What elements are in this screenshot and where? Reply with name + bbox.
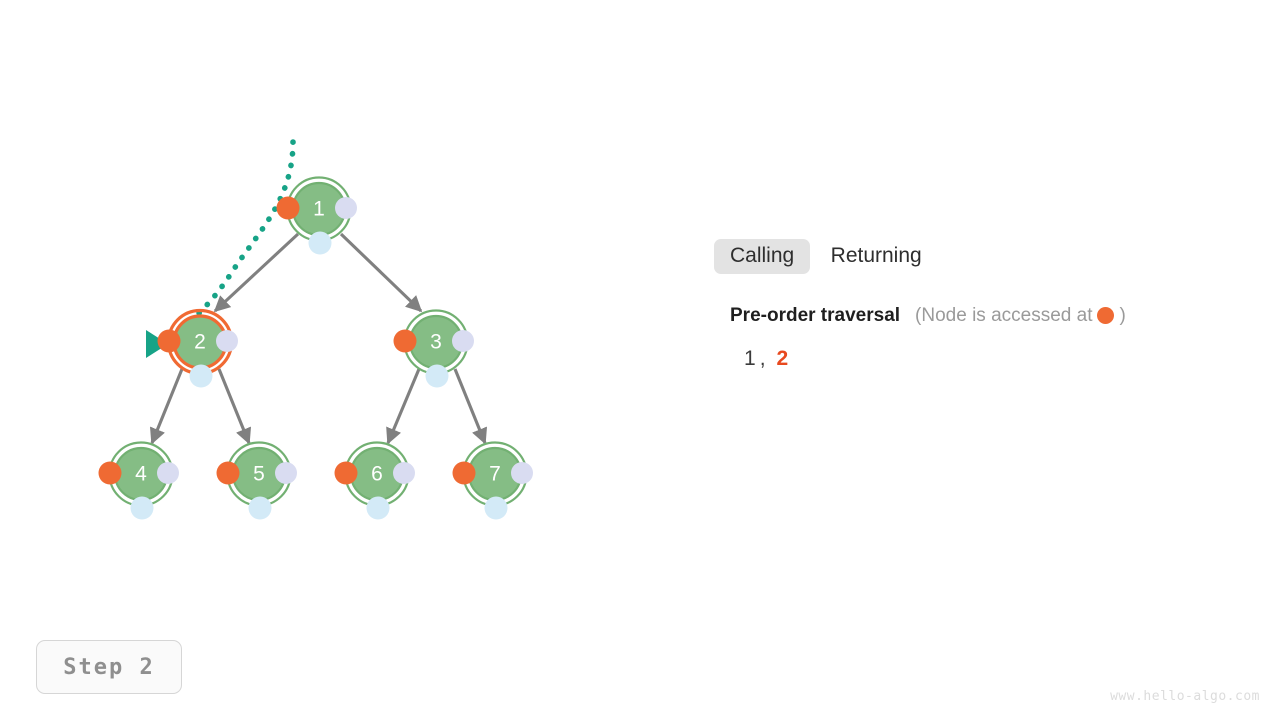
edge-3-6 — [386, 368, 421, 445]
edge-3-7 — [453, 368, 488, 445]
result-separator: , — [759, 347, 766, 370]
node-bottom-marker-dot — [308, 231, 332, 255]
node-access-dot — [276, 196, 300, 220]
site-watermark: www.hello-algo.com — [1110, 689, 1260, 704]
traversal-heading-row: Pre-order traversal (Node is accessed at… — [730, 304, 1254, 327]
recursion-path-arrowhead — [146, 330, 168, 358]
traversal-section: Pre-order traversal (Node is accessed at… — [714, 304, 1254, 371]
traversal-note-suffix: ) — [1119, 305, 1126, 326]
access-marker-dot — [1097, 307, 1115, 324]
node-bottom-marker-dot — [248, 496, 272, 520]
node-right-marker-dot — [393, 462, 415, 484]
tree-node-5[interactable]: 5 — [216, 441, 298, 520]
tree-node-6[interactable]: 6 — [334, 441, 416, 520]
tree-node-3[interactable]: 3 — [393, 309, 475, 388]
node-label: 5 — [253, 463, 265, 486]
node-access-dot — [157, 329, 181, 353]
state-calling-badge[interactable]: Calling — [714, 239, 811, 274]
state-returning-label[interactable]: Returning — [830, 244, 922, 267]
node-access-dot — [452, 461, 476, 485]
tree-node-1[interactable]: 1 — [276, 176, 358, 255]
result-item: 2 — [776, 347, 789, 370]
node-label: 1 — [313, 198, 325, 221]
edge-2-4 — [149, 368, 184, 445]
tree-nodes: 1 2 3 4 5 6 7 — [98, 176, 534, 520]
tree-edges — [149, 232, 488, 445]
node-right-marker-dot — [157, 462, 179, 484]
node-bottom-marker-dot — [130, 496, 154, 520]
node-bottom-marker-dot — [366, 496, 390, 520]
tree-node-2[interactable]: 2 — [157, 308, 239, 388]
edge-1-3 — [339, 232, 423, 313]
node-right-marker-dot — [335, 197, 357, 219]
node-access-dot — [216, 461, 240, 485]
tree-node-7[interactable]: 7 — [452, 441, 534, 520]
binary-tree-diagram: 1 2 3 4 5 6 7 — [98, 139, 534, 520]
node-label: 7 — [489, 463, 501, 486]
node-label: 3 — [430, 331, 442, 354]
node-access-dot — [393, 329, 417, 353]
traversal-note-prefix: (Node is accessed at — [915, 305, 1093, 326]
node-bottom-marker-dot — [189, 364, 213, 388]
traversal-info-panel: Calling Returning Pre-order traversal (N… — [714, 232, 1254, 371]
node-right-marker-dot — [216, 330, 238, 352]
result-item: 1 — [744, 347, 756, 370]
state-list: Calling Returning — [714, 232, 1254, 274]
node-label: 4 — [135, 463, 147, 486]
edge-2-5 — [217, 368, 252, 445]
recursion-path — [146, 139, 296, 358]
edge-1-2 — [213, 232, 300, 313]
tree-node-4[interactable]: 4 — [98, 441, 180, 520]
traversal-note: (Node is accessed at) — [915, 304, 1126, 327]
node-right-marker-dot — [452, 330, 474, 352]
node-right-marker-dot — [511, 462, 533, 484]
node-label: 6 — [371, 463, 383, 486]
node-access-dot — [334, 461, 358, 485]
node-bottom-marker-dot — [484, 496, 508, 520]
recursion-path-line — [154, 139, 296, 345]
node-right-marker-dot — [275, 462, 297, 484]
traversal-result-sequence: 1,2 — [730, 347, 1254, 371]
node-access-dot — [98, 461, 122, 485]
node-bottom-marker-dot — [425, 364, 449, 388]
step-indicator: Step 2 — [36, 640, 182, 694]
node-label: 2 — [194, 331, 206, 354]
traversal-title: Pre-order traversal — [730, 304, 901, 326]
